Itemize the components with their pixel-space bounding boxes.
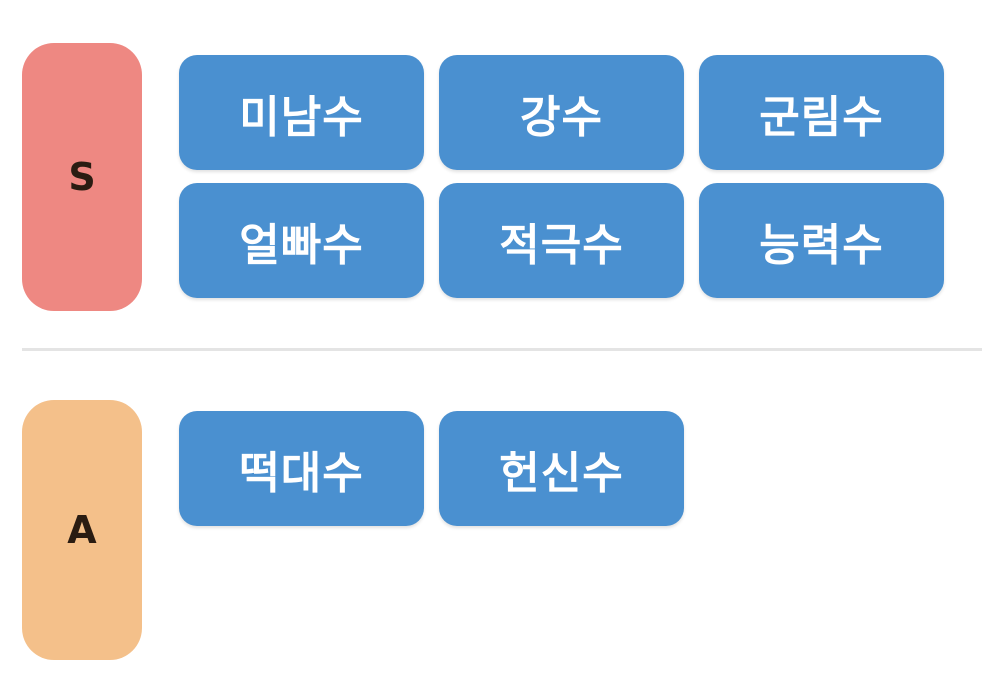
tier-item-chip[interactable]: 헌신수 bbox=[439, 411, 684, 526]
tier-label-a: A bbox=[22, 400, 142, 660]
tier-items-a: 떡대수 헌신수 bbox=[179, 411, 959, 526]
tier-item-chip[interactable]: 적극수 bbox=[439, 183, 684, 298]
tier-items-s: 미남수 강수 군림수 얼빠수 적극수 능력수 bbox=[179, 55, 959, 298]
tier-divider bbox=[22, 348, 982, 351]
tier-item-chip[interactable]: 미남수 bbox=[179, 55, 424, 170]
tier-item-chip[interactable]: 떡대수 bbox=[179, 411, 424, 526]
tier-item-chip[interactable]: 강수 bbox=[439, 55, 684, 170]
tier-item-chip[interactable]: 얼빠수 bbox=[179, 183, 424, 298]
tier-row-a: A 떡대수 헌신수 bbox=[0, 360, 993, 685]
tier-row-s: S 미남수 강수 군림수 얼빠수 적극수 능력수 bbox=[0, 0, 993, 340]
tier-item-chip[interactable]: 능력수 bbox=[699, 183, 944, 298]
tier-item-chip[interactable]: 군림수 bbox=[699, 55, 944, 170]
tier-label-s: S bbox=[22, 43, 142, 311]
